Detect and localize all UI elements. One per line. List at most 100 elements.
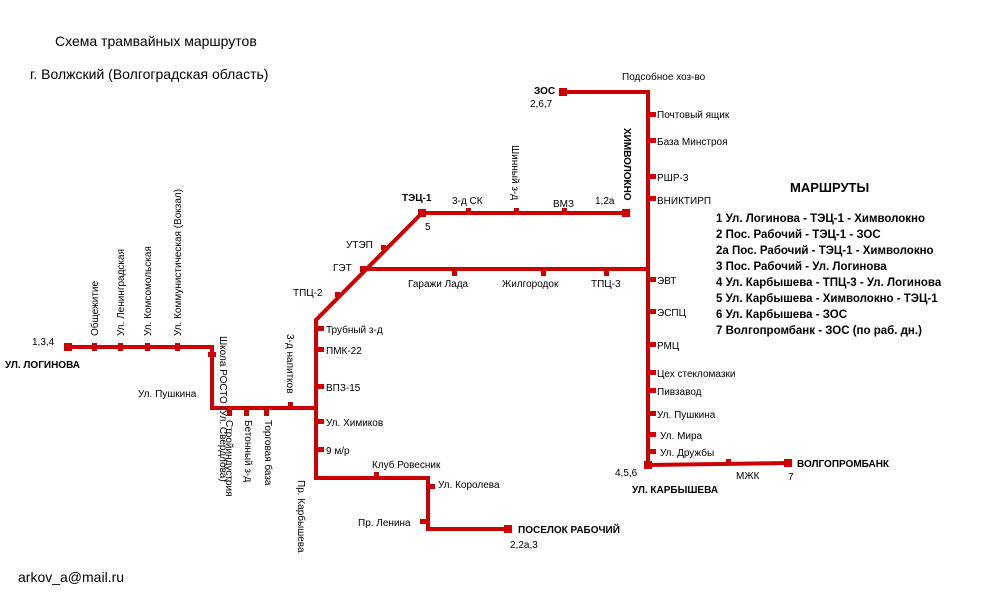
track-east-trunk [561, 90, 793, 468]
track-loginova-west [66, 345, 318, 410]
terminal-tec1: ТЭЦ-1 5 [402, 193, 432, 233]
stop-label: Ул. Пушкина [657, 410, 716, 421]
terminal-rabochiy: ПОСЕЛОК РАБОЧИЙ 2,2а,3 [504, 523, 620, 551]
stop-label: ТПЦ-3 [591, 279, 621, 290]
terminal-zos: ЗОС 2,6,7 [530, 86, 567, 110]
stop-marker [175, 343, 180, 351]
stop-label: Жилгородок [502, 279, 559, 290]
stop-marker [244, 410, 249, 416]
stop-label: Пр. Ленина [358, 518, 411, 529]
terminal-marker [418, 209, 426, 217]
stops-loginova-line: Общежитие Ул. Ленинградская Ул. Комсомол… [89, 189, 228, 482]
legend-route: 2а Пос. Рабочий - ТЭЦ-1 - Химволокно [716, 245, 934, 257]
legend-route: 7 Волгопромбанк - ЗОС (по раб. дн.) [716, 325, 922, 337]
stop-label: РМЦ [657, 341, 680, 352]
terminal-marker [64, 343, 72, 351]
stop-label: Пр. Карбышева [295, 480, 307, 553]
stop-label: Ул. Дружбы [660, 447, 714, 459]
stop-marker [318, 347, 324, 352]
stop-label: 9 м/р [326, 446, 350, 457]
terminal-name: ТЭЦ-1 [402, 193, 432, 204]
terminal-routes: 2,2а,3 [510, 540, 538, 551]
stop-label: 3-д напитков [284, 334, 295, 394]
track-central-trunk [314, 211, 628, 480]
stop-label: Бетонный з-д [242, 420, 253, 482]
stops-south-segment: Стройиндустрия Бетонный з-д Торговая баз… [223, 334, 307, 553]
terminal-routes: 2,6,7 [530, 99, 553, 110]
stop-label: Гаражи Лада [408, 279, 469, 290]
terminal-name: УЛ. ЛОГИНОВА [5, 360, 80, 371]
stop-label: Пивзавод [657, 387, 702, 398]
stop-label: Стройиндустрия [223, 420, 234, 496]
stop-marker [650, 196, 656, 201]
terminal-routes: 4,5,6 [615, 468, 638, 479]
stop-marker [604, 271, 609, 276]
stop-marker [650, 370, 656, 375]
terminal-karbysheva: 4,5,6 УЛ. КАРБЫШЕВА [615, 461, 718, 496]
stop-marker [430, 484, 435, 489]
stop-label: ВМЗ [553, 199, 574, 210]
stops-middle-line: Гаражи Лада Жилгородок ТПЦ-3 [408, 271, 621, 290]
stop-marker [318, 384, 324, 389]
map-subtitle: г. Волжский (Волгоградская область) [30, 66, 268, 82]
legend-title: МАРШРУТЫ [790, 180, 869, 195]
stop-label: Шинный з-д [509, 145, 520, 200]
legend-route: 3 Пос. Рабочий - Ул. Логинова [716, 261, 887, 273]
stop-label: ВНИКТИРП [657, 196, 711, 207]
stop-label: Ул. Ленинградская [116, 249, 127, 336]
terminal-marker [622, 209, 630, 217]
stop-label: Почтовый ящик [657, 110, 730, 121]
stop-marker [318, 447, 324, 452]
legend-route: 2 Пос. Рабочий - ТЭЦ-1 - ЗОС [716, 229, 881, 241]
stop-marker [318, 326, 324, 331]
stop-marker [514, 208, 519, 213]
terminal-himvolokno: 1,2а ХИМВОЛОКНО [595, 128, 632, 217]
track-network [66, 90, 793, 531]
stop-marker [335, 292, 340, 297]
stop-marker [452, 271, 457, 276]
terminal-marker [644, 461, 652, 469]
stop-marker [374, 472, 379, 477]
terminal-marker [504, 525, 512, 533]
stop-marker [208, 352, 216, 357]
stop-marker [562, 208, 567, 213]
stop-label: Школа РОСТО (Ул. Свердлова) [217, 336, 228, 482]
stops-south-branch: Клуб Ровесник Ул. Королева Пр. Ленина [358, 459, 500, 529]
stop-marker [145, 343, 150, 351]
stop-label: 3-д СК [452, 196, 483, 207]
stop-label: Ул. Коммунистическая (Вокзал) [173, 189, 184, 336]
stop-label: Ул. Пушкина [138, 389, 197, 400]
stop-marker [650, 432, 656, 437]
stop-label: ГЭТ [333, 263, 352, 274]
stop-label: Ул. Королева [438, 480, 500, 491]
stop-marker [650, 388, 656, 393]
terminal-routes: 1,3,4 [32, 337, 55, 348]
stop-label: РШР-3 [657, 173, 689, 184]
stop-label: ТПЦ-2 [293, 288, 323, 299]
stops-diagonal: ТПЦ-2 ГЭТ УТЭП [293, 240, 386, 299]
stop-label: МЖК [736, 471, 760, 482]
terminal-marker [559, 88, 567, 96]
terminal-name: ВОЛГОПРОМБАНК [797, 459, 890, 470]
map-title: Схема трамвайных маршрутов [55, 33, 257, 49]
stops-east-upper: Подсобное хоз-во Почтовый ящик База Минс… [622, 71, 730, 207]
stop-pushkina-west: Ул. Пушкина [138, 389, 197, 400]
stop-marker [650, 449, 656, 454]
stop-marker [264, 410, 269, 416]
legend-route: 1 Ул. Логинова - ТЭЦ-1 - Химволокно [716, 213, 925, 225]
track-south-branch [314, 476, 510, 531]
routes-legend: МАРШРУТЫ 1 Ул. Логинова - ТЭЦ-1 - Химвол… [716, 180, 942, 337]
stop-marker [650, 277, 656, 282]
stop-marker [420, 519, 426, 524]
stop-label: База Минстроя [657, 137, 728, 148]
stop-marker [118, 343, 123, 351]
stops-north-line: 3-д СК Шинный з-д ВМЗ [452, 145, 574, 213]
terminal-name: УЛ. КАРБЫШЕВА [632, 485, 718, 496]
stops-east-lower: ЭВТ ЭСПЦ РМЦ Цех стекломазки Пивзавод Ул… [650, 276, 760, 482]
stop-label: Трубный з-д [326, 324, 383, 336]
stop-marker [288, 402, 293, 408]
stop-label: Торговая база [262, 420, 274, 486]
stop-marker [650, 138, 656, 143]
stop-label: Ул. Комсомольская [143, 246, 154, 336]
